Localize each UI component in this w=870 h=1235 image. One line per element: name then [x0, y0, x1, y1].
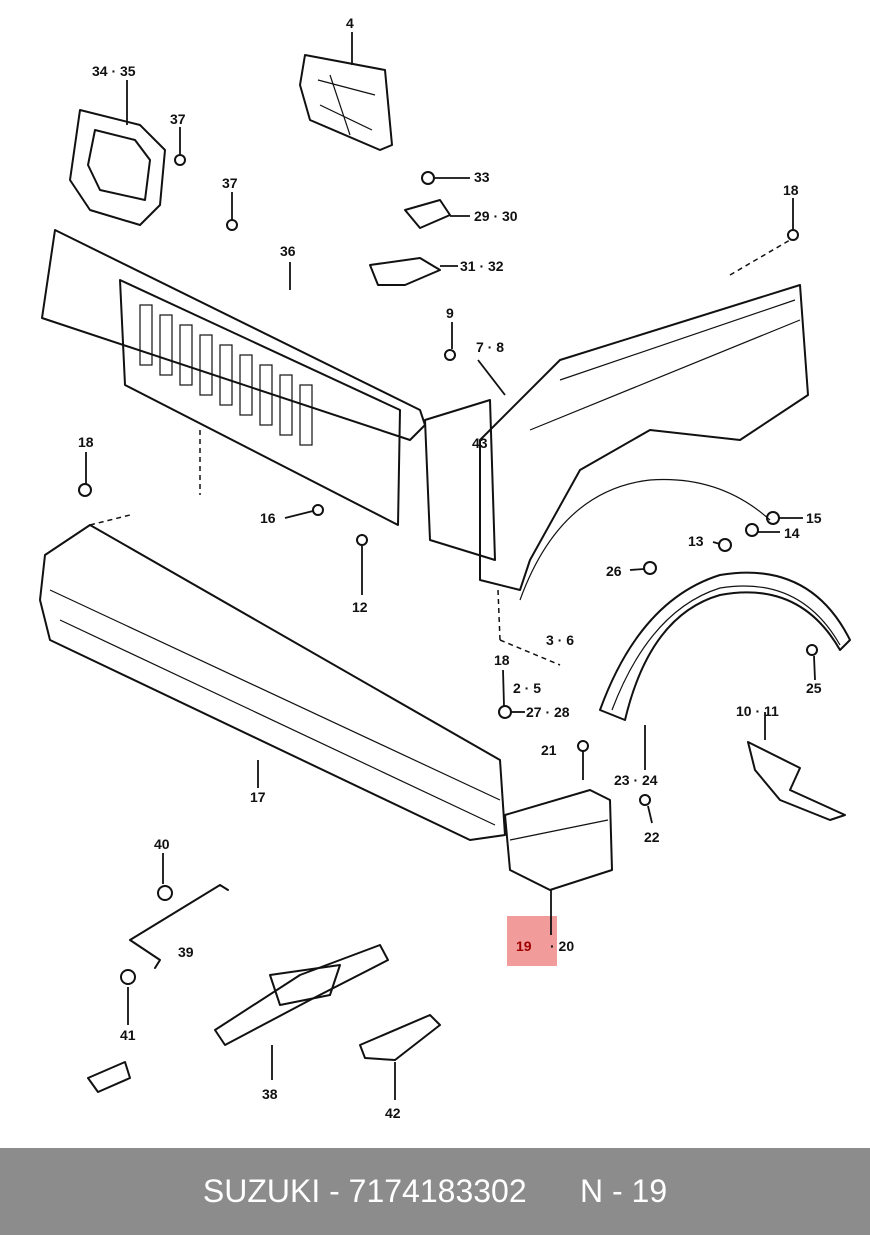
- jack-handle: [120, 853, 229, 1025]
- label-18c: 18: [494, 652, 510, 668]
- label-7-8: 7 · 8: [476, 339, 504, 355]
- front-direction-arrow: [87, 1061, 131, 1093]
- label-19: 19: [516, 938, 532, 954]
- front-bumper: [39, 514, 506, 841]
- label-25: 25: [806, 680, 822, 696]
- label-43: 43: [472, 435, 488, 451]
- label-18b: 18: [78, 434, 94, 450]
- label-22: 22: [644, 829, 660, 845]
- label-13: 13: [688, 533, 704, 549]
- label-15: 15: [806, 510, 822, 526]
- label-2-5: 2 · 5: [513, 680, 541, 696]
- label-29-30: 29 · 30: [474, 208, 518, 224]
- label-37b: 37: [222, 175, 238, 191]
- label-36: 36: [280, 243, 296, 259]
- grille: [41, 229, 426, 526]
- label-17: 17: [250, 789, 266, 805]
- bumper-end-cap: [504, 789, 613, 935]
- label-38: 38: [262, 1086, 278, 1102]
- jack: [214, 944, 389, 1080]
- label-4: 4: [346, 15, 354, 31]
- parts-diagram: 4 34 · 35 37 37 33 29 · 30 31 · 32 18 36…: [39, 15, 851, 1121]
- label-12: 12: [352, 599, 368, 615]
- label-9: 9: [446, 305, 454, 321]
- label-41: 41: [120, 1027, 136, 1043]
- label-40: 40: [154, 836, 170, 852]
- label-18a: 18: [783, 182, 799, 198]
- label-3-6: 3 · 6: [546, 632, 574, 648]
- headlamp-bezel: [299, 32, 393, 151]
- jack-plate: [359, 1014, 441, 1100]
- label-21: 21: [541, 742, 557, 758]
- label-27-28: 27 · 28: [526, 704, 570, 720]
- label-26: 26: [606, 563, 622, 579]
- wheel-arch-liner: [599, 571, 851, 770]
- label-20: · 20: [550, 938, 574, 954]
- front-fender: [424, 239, 809, 666]
- label-23-24: 23 · 24: [614, 772, 658, 788]
- label-10-11: 10 · 11: [736, 703, 779, 719]
- headlamp-housing: [69, 80, 166, 226]
- label-34-35: 34 · 35: [92, 63, 136, 79]
- label-37a: 37: [170, 111, 186, 127]
- label-39: 39: [178, 944, 194, 960]
- label-31-32: 31 · 32: [460, 258, 504, 274]
- label-14: 14: [784, 525, 800, 541]
- label-42: 42: [385, 1105, 401, 1121]
- mudflap-bracket: [747, 712, 846, 821]
- footer-part-number: SUZUKI - 7174183302 N - 19: [0, 1148, 870, 1235]
- highlight-part-19: [507, 916, 557, 966]
- brackets: [369, 171, 470, 286]
- label-16: 16: [260, 510, 276, 526]
- label-33: 33: [474, 169, 490, 185]
- fasteners: [78, 127, 818, 824]
